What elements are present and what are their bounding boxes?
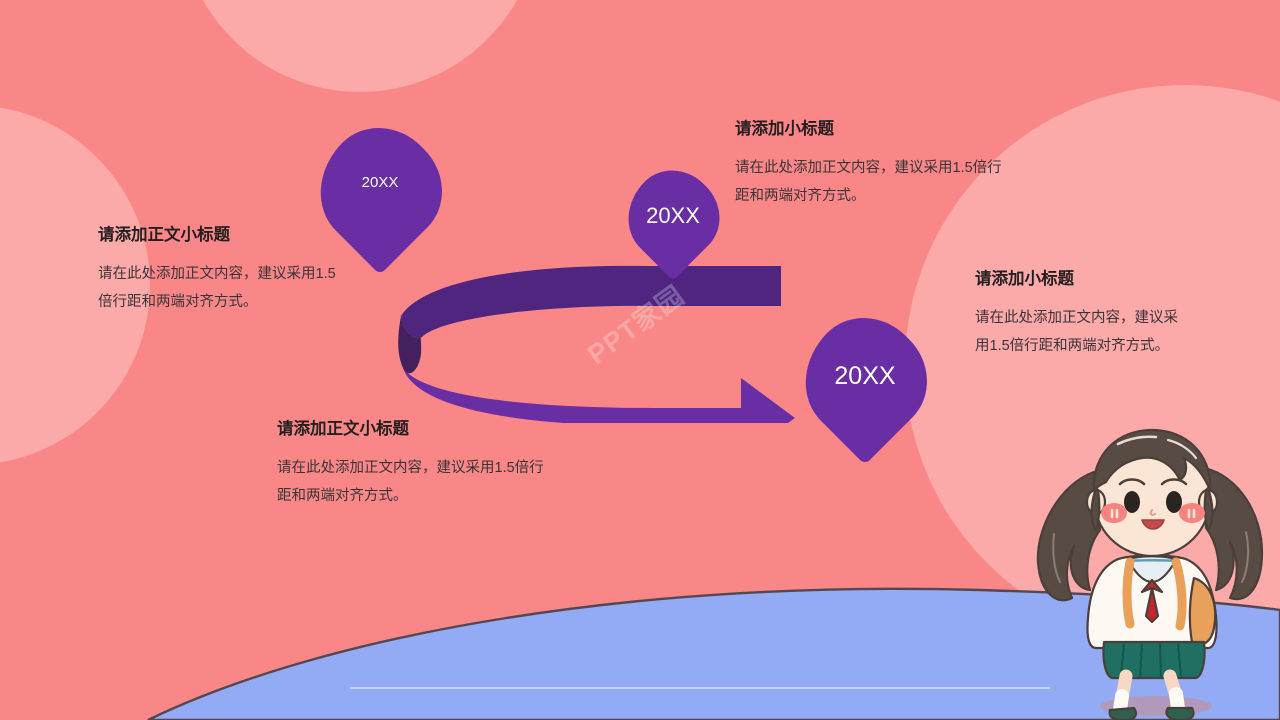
text-block-right-body: 请在此处添加正文内容，建议采用1.5倍行距和两端对齐方式。	[975, 309, 1178, 355]
pin-label: 20XX	[834, 362, 896, 390]
pin-label: 20XX	[646, 203, 700, 228]
curved-arrow-graphic	[398, 265, 795, 423]
decorative-circle-top-left	[180, 0, 540, 92]
cartoon-schoolgirl-illustration	[1036, 428, 1264, 720]
text-block-top-right-title: 请添加小标题	[735, 120, 834, 138]
text-block-bottom-title: 请添加正文小标题	[277, 420, 409, 438]
text-block-left-body: 请在此处添加正文内容，建议采用1.5倍行距和两端对齐方式。	[98, 265, 336, 311]
text-block-top-right: 请添加小标题 请在此处添加正文内容，建议采用1.5倍行距和两端对齐方式。	[735, 120, 1005, 210]
text-block-top-right-body: 请在此处添加正文内容，建议采用1.5倍行距和两端对齐方式。	[735, 159, 1002, 205]
pin-label: 20XX	[361, 174, 399, 191]
text-block-bottom: 请添加正文小标题 请在此处添加正文内容，建议采用1.5倍行距和两端对齐方式。	[277, 420, 557, 510]
text-block-bottom-body: 请在此处添加正文内容，建议采用1.5倍行距和两端对齐方式。	[277, 459, 544, 505]
milestone-pin-3[interactable]: 20XX	[780, 295, 950, 465]
milestone-pin-1[interactable]: 20XX	[295, 105, 465, 275]
text-block-right: 请添加小标题 请在此处添加正文内容，建议采用1.5倍行距和两端对齐方式。	[975, 270, 1180, 360]
text-block-left: 请添加正文小标题 请在此处添加正文内容，建议采用1.5倍行距和两端对齐方式。	[98, 226, 348, 316]
text-block-right-title: 请添加小标题	[975, 270, 1074, 288]
text-block-left-title: 请添加正文小标题	[98, 226, 230, 244]
milestone-pin-2[interactable]: 20XX	[609, 153, 737, 281]
